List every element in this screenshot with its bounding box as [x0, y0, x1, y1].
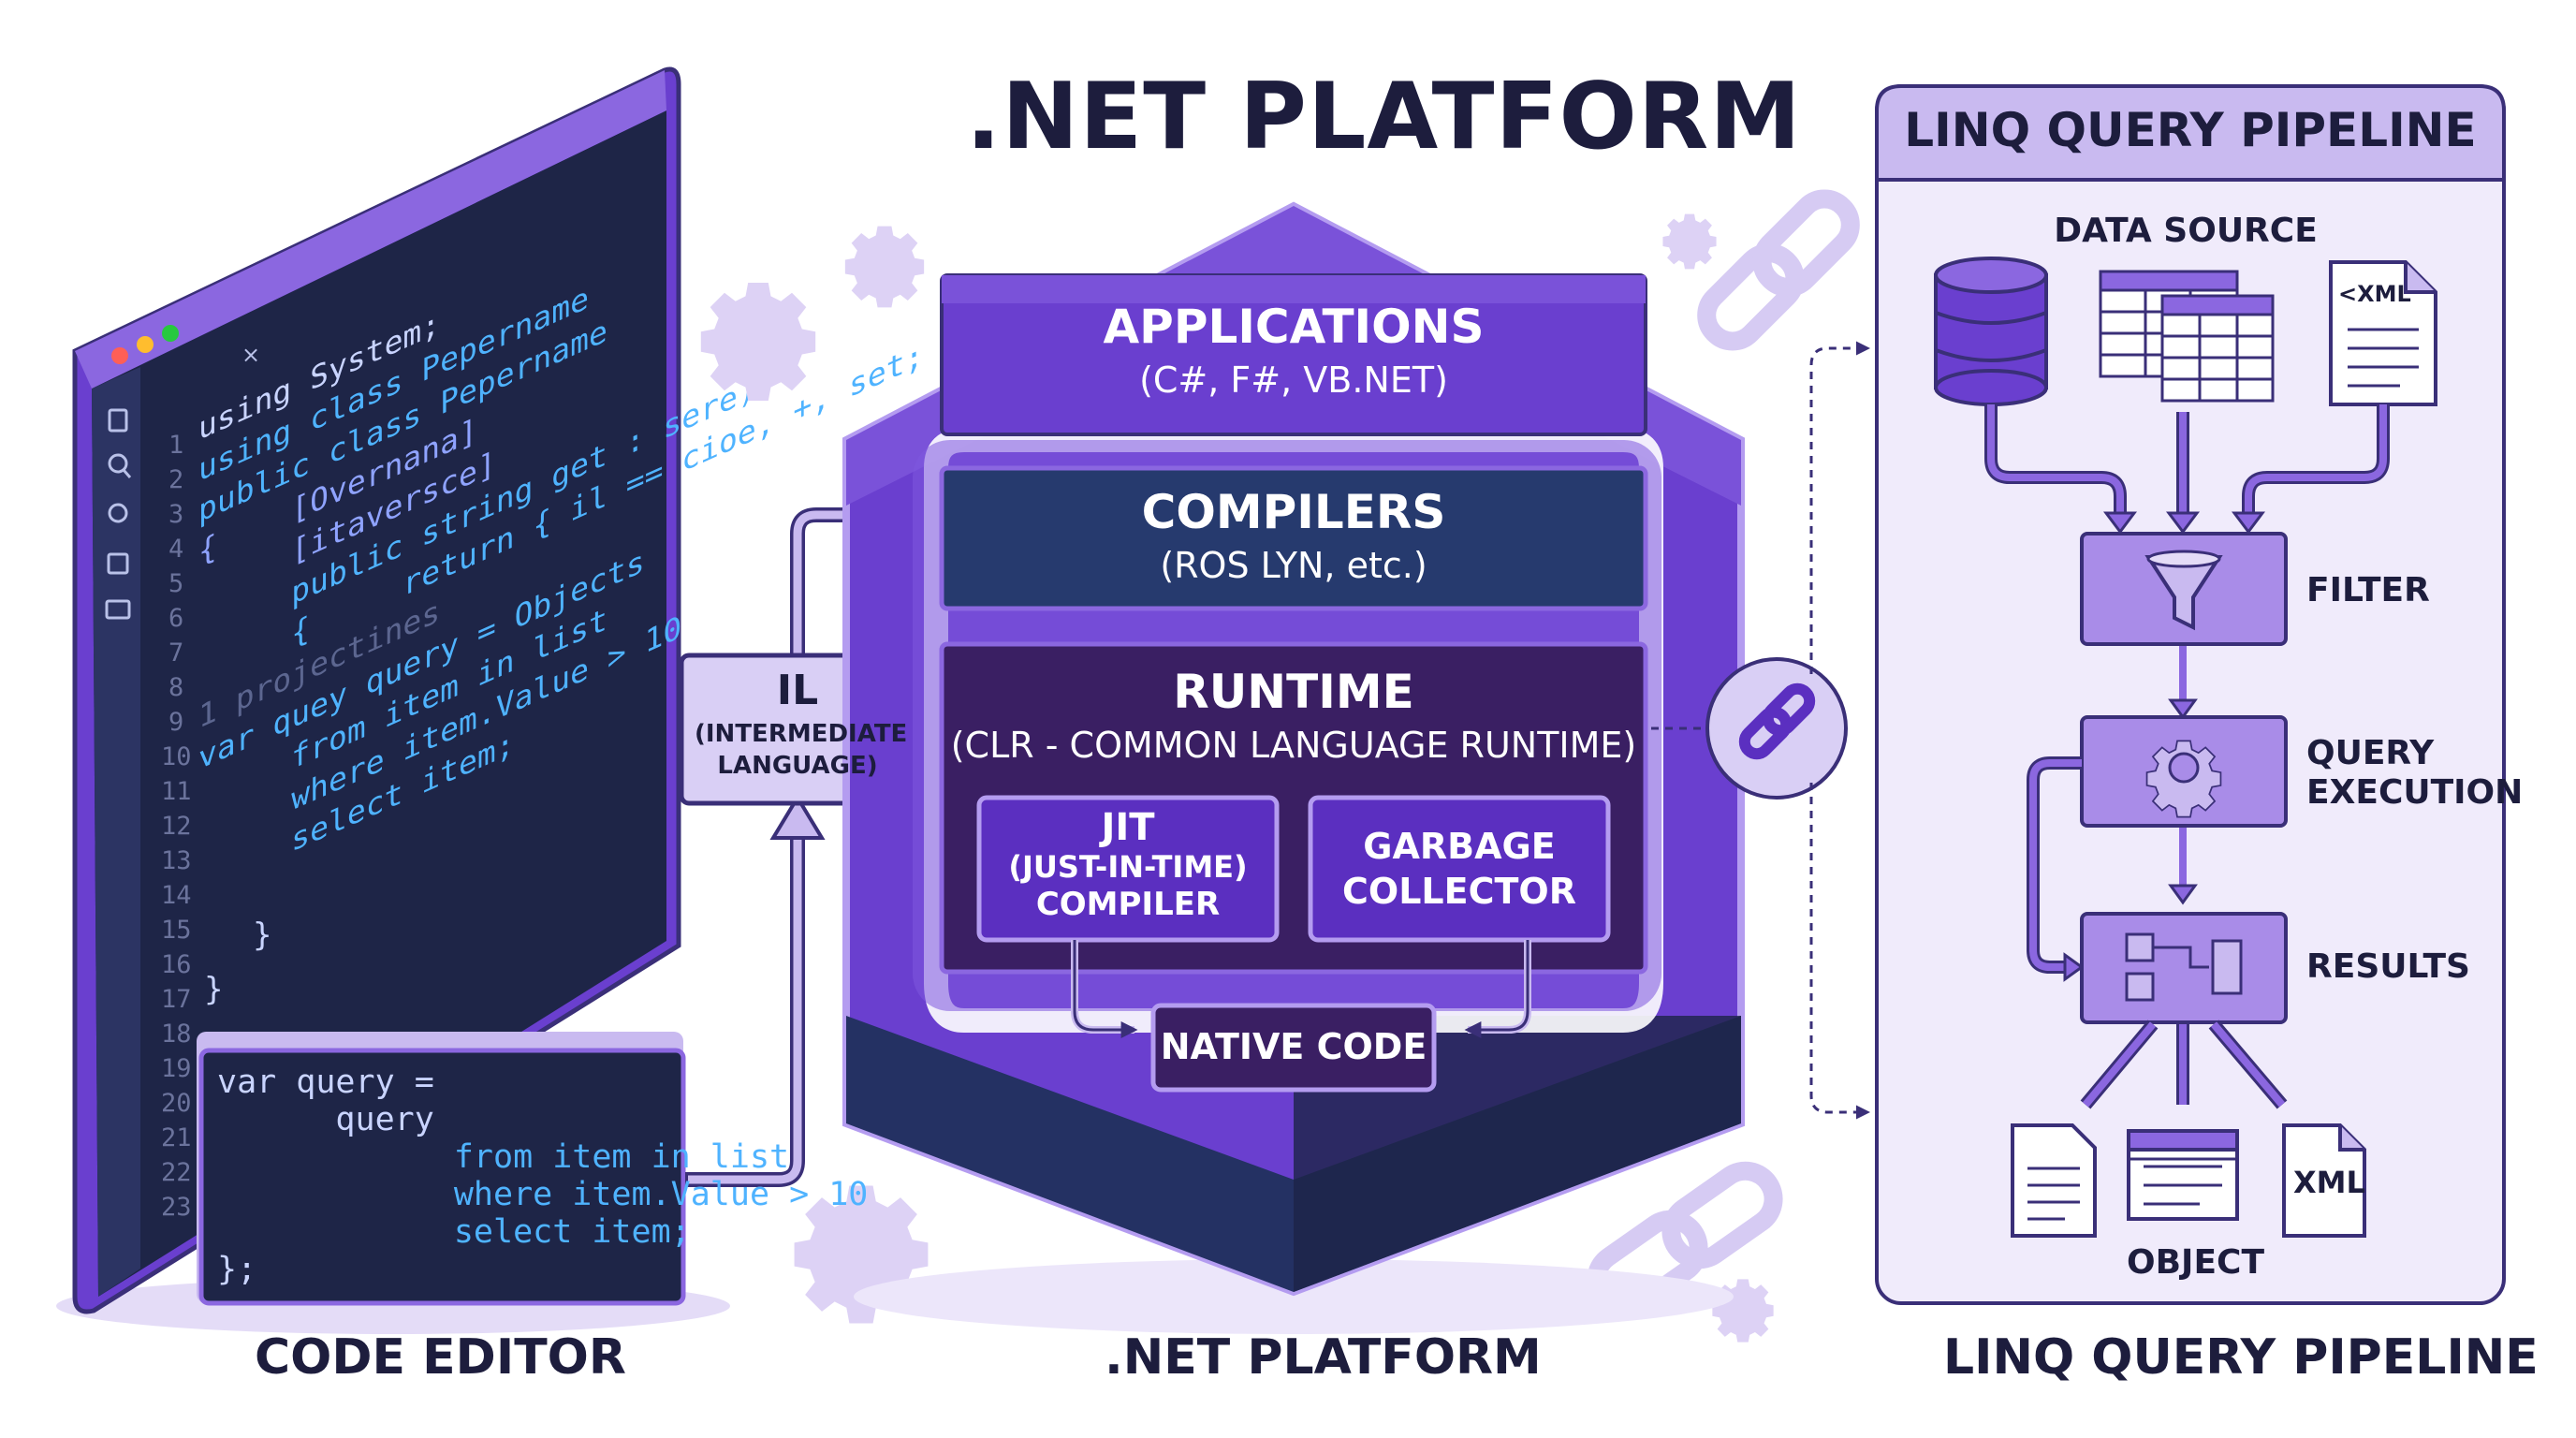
jit-line: JIT — [1101, 806, 1155, 849]
compilers-layer — [939, 465, 1648, 611]
xml-doc-label: <XML — [2338, 281, 2411, 307]
compilers-title: COMPILERS — [1141, 485, 1446, 539]
object-label: OBJECT — [2127, 1243, 2265, 1282]
svg-text:}: } — [204, 971, 223, 1008]
code-snippet: var query = query from item in list wher… — [217, 1064, 868, 1288]
database-icon — [1934, 257, 2048, 406]
line-number: 18 — [161, 1020, 192, 1049]
line-number: 16 — [161, 950, 192, 979]
editor-sidebar-icons[interactable] — [105, 408, 132, 620]
svg-text:}: } — [253, 917, 271, 954]
applications-subtitle: (C#, F#, VB.NET) — [1139, 360, 1448, 401]
il-title: IL — [776, 667, 819, 714]
applications-title: APPLICATIONS — [1103, 300, 1485, 354]
il-subtitle: (INTERMEDIATE LANGUAGE) — [695, 720, 908, 780]
applications-text: APPLICATIONS (C#, F#, VB.NET) — [942, 300, 1646, 401]
linq-caption: LINQ QUERY PIPELINE — [1943, 1329, 2539, 1386]
query-execution-line: QUERY — [2306, 734, 2435, 772]
line-number: 1 — [168, 431, 183, 460]
gc-text: GARBAGE COLLECTOR — [1310, 824, 1608, 914]
line-number: 20 — [161, 1089, 192, 1118]
query-execution-line: EXECUTION — [2306, 773, 2524, 812]
jit-compiler-box — [976, 795, 1280, 943]
editor-close-icon[interactable]: × — [242, 342, 260, 368]
runtime-subtitle: (CLR - COMMON LANGUAGE RUNTIME) — [950, 725, 1637, 766]
line-number: 6 — [168, 604, 183, 633]
compilers-subtitle: (ROS LYN, etc.) — [1160, 545, 1427, 586]
compilers-text: COMPILERS (ROS LYN, etc.) — [942, 485, 1646, 586]
query-execution-label: QUERY EXECUTION — [2306, 734, 2523, 813]
line-number: 11 — [161, 777, 192, 806]
native-code-box — [1150, 1003, 1437, 1093]
line-number: 21 — [161, 1123, 192, 1152]
runtime-text: RUNTIME (CLR - COMMON LANGUAGE RUNTIME) — [942, 665, 1646, 766]
platform-caption: .NET PLATFORM — [1105, 1329, 1542, 1386]
linq-header: LINQ QUERY PIPELINE — [1904, 103, 2477, 157]
runtime-title: RUNTIME — [1173, 665, 1414, 719]
line-number: 3 — [168, 500, 183, 529]
line-number: 12 — [161, 812, 192, 841]
snippet-line: where item.Value > 10 — [217, 1176, 869, 1213]
table-icon — [2099, 270, 2275, 403]
line-number: 5 — [168, 569, 183, 598]
code-editor-caption: CODE EDITOR — [255, 1329, 626, 1386]
xml-output-label: XML — [2293, 1165, 2365, 1200]
line-number: 2 — [168, 465, 183, 494]
snippet-line: }; — [217, 1251, 257, 1288]
line-number: 4 — [168, 535, 183, 564]
line-number: 9 — [168, 708, 183, 737]
jit-line: COMPILER — [1035, 886, 1221, 923]
results-label: RESULTS — [2306, 947, 2470, 986]
page-title: .NET PLATFORM — [966, 64, 1802, 170]
snippet-line: query — [217, 1101, 434, 1138]
snippet-line: var query = — [217, 1064, 434, 1101]
line-number: 17 — [161, 985, 192, 1014]
gc-line: GARBAGE — [1363, 826, 1556, 867]
results-box — [2080, 912, 2288, 1024]
line-number: 13 — [161, 846, 192, 875]
native-code-text: NATIVE CODE — [1160, 1026, 1427, 1067]
code-editor-window — [56, 66, 730, 1334]
line-number: 14 — [161, 881, 192, 910]
line-number: 22 — [161, 1158, 192, 1187]
object-table-icon — [2127, 1129, 2239, 1221]
document-icon — [2011, 1123, 2097, 1238]
data-source-label: DATA SOURCE — [2054, 212, 2318, 250]
line-number: 10 — [161, 742, 192, 771]
line-number: 8 — [168, 673, 183, 702]
il-box-text: IL (INTERMEDIATE LANGUAGE) — [681, 667, 914, 782]
snippet-line: select item; — [217, 1213, 691, 1251]
jit-text: JIT (JUST-IN-TIME) COMPILER — [979, 807, 1277, 923]
line-number: 23 — [161, 1193, 192, 1222]
results-icon — [2125, 932, 2243, 1002]
line-number: 19 — [161, 1054, 192, 1083]
jit-line: (JUST-IN-TIME) — [1008, 849, 1248, 885]
xml-document-icon — [2329, 260, 2437, 406]
line-number: 7 — [168, 638, 183, 668]
line-number: 15 — [161, 916, 192, 945]
xml-output-icon — [2282, 1123, 2366, 1238]
snippet-line: from item in list — [217, 1138, 790, 1176]
filter-label: FILTER — [2306, 571, 2430, 609]
code-snippet-box — [197, 1032, 686, 1306]
garbage-collector-box — [1308, 795, 1611, 943]
gc-line: COLLECTOR — [1342, 871, 1576, 912]
